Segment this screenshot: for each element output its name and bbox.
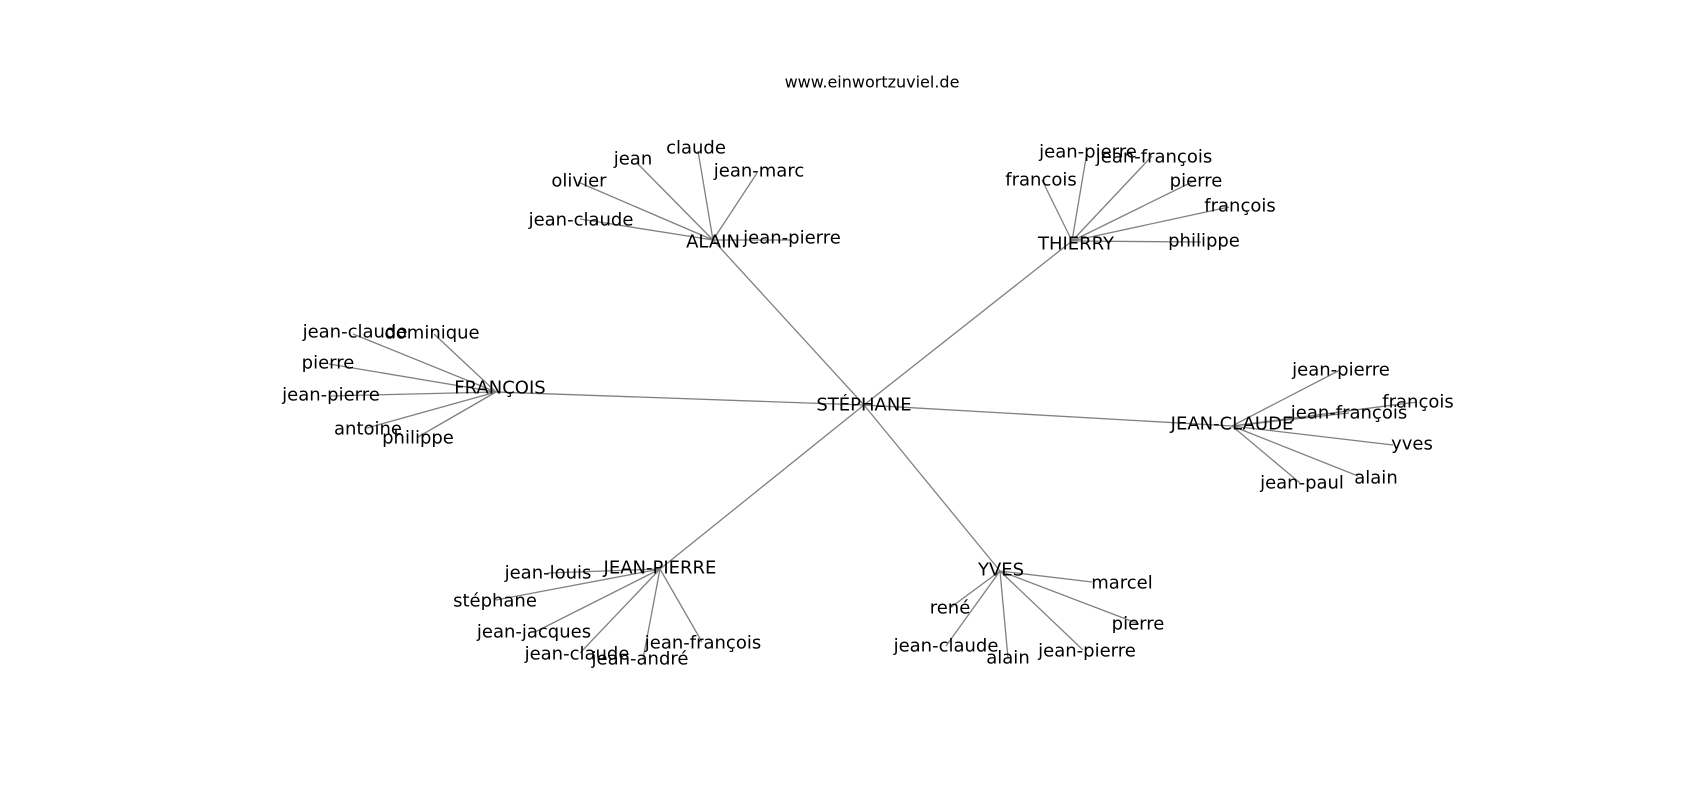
graph-edges [328, 150, 1418, 660]
leaf-node-alain-1: jean [613, 149, 653, 170]
edge-alain-3 [712, 172, 758, 241]
hub-node-thierry: THIERRY [1037, 234, 1115, 255]
edge-center-thierry [863, 240, 1073, 406]
leaf-node-thierry-1: jean-françois [1095, 147, 1212, 168]
hub-node-alain: ALAIN [686, 232, 740, 253]
leaf-node-thierry-3: pierre [1170, 171, 1223, 192]
leaf-node-francois-0: jean-claude [302, 322, 408, 343]
edge-yves-5 [999, 570, 1084, 651]
leaf-node-francois-5: philippe [382, 428, 454, 449]
edge-alain-0 [577, 181, 714, 241]
leaf-node-jean-pierre-4: jean-andré [591, 649, 689, 670]
edge-thierry-5 [1071, 240, 1202, 243]
leaf-node-alain-3: jean-marc [713, 161, 804, 182]
hub-node-yves: YVES [977, 560, 1024, 581]
edge-alain-2 [697, 150, 714, 241]
leaf-node-jean-claude-1: françois [1382, 392, 1453, 413]
edge-center-yves [863, 404, 1001, 572]
leaf-node-jean-claude-0: jean-pierre [1291, 360, 1390, 381]
leaf-node-jean-pierre-2: jean-jacques [476, 622, 591, 643]
edge-center-jean-claude [863, 404, 1233, 427]
site-url: www.einwortzuviel.de [785, 73, 960, 92]
edge-yves-2 [999, 570, 1140, 625]
edge-jean-claude-2 [1231, 412, 1350, 427]
edge-jean-claude-5 [1231, 425, 1359, 477]
edge-jean-claude-0 [1231, 369, 1341, 427]
leaf-node-jean-claude-5: alain [1354, 468, 1397, 489]
edge-francois-3 [329, 391, 497, 397]
leaf-node-alain-5: jean-pierre [742, 228, 841, 249]
edge-jean-pierre-3 [579, 568, 661, 654]
edge-thierry-1 [1071, 155, 1153, 242]
edge-alain-1 [636, 162, 714, 241]
leaf-node-yves-3: jean-claude [893, 636, 999, 657]
leaf-node-jean-claude-2: jean-françois [1290, 403, 1407, 424]
leaf-node-francois-1: dominique [384, 323, 479, 344]
leaf-node-francois-4: antoine [334, 419, 402, 440]
leaf-node-thierry-0: jean-pierre [1038, 142, 1137, 163]
edge-francois-4 [366, 391, 497, 429]
center-node-label: STÉPHANE [816, 394, 911, 416]
leaf-node-yves-4: alain [986, 648, 1029, 669]
leaf-node-jean-pierre-1: stéphane [453, 591, 537, 612]
edge-francois-0 [352, 333, 497, 393]
leaf-node-jean-claude-4: jean-paul [1259, 473, 1344, 494]
leaf-node-jean-pierre-0: jean-louis [504, 563, 592, 584]
edge-thierry-0 [1071, 151, 1088, 242]
leaf-node-alain-4: jean-claude [528, 210, 634, 231]
edge-jean-pierre-2 [534, 568, 661, 633]
edge-jean-pierre-0 [547, 568, 661, 574]
edge-center-jean-pierre [659, 404, 865, 570]
leaf-node-jean-claude-3: yves [1391, 434, 1433, 455]
leaf-node-thierry-2: francois [1005, 170, 1076, 191]
edge-jean-claude-3 [1231, 425, 1394, 446]
edge-yves-0 [999, 570, 1093, 583]
edge-jean-claude-4 [1231, 425, 1301, 484]
edge-alain-4 [579, 218, 714, 241]
leaf-node-alain-2: claude [666, 138, 726, 159]
edge-francois-1 [433, 333, 497, 393]
edge-center-francois [495, 391, 865, 406]
edge-yves-3 [945, 570, 1001, 647]
edge-jean-pierre-5 [659, 568, 703, 643]
leaf-node-yves-1: rené [930, 598, 971, 619]
hub-node-francois: FRANÇOIS [454, 378, 545, 399]
edge-center-alain [712, 239, 865, 406]
edge-thierry-3 [1071, 180, 1195, 242]
edge-jean-pierre-4 [642, 568, 661, 660]
leaf-node-thierry-4: françois [1204, 196, 1275, 217]
edge-jean-pierre-1 [495, 568, 661, 601]
edge-yves-1 [949, 570, 1001, 609]
leaf-node-francois-2: pierre [302, 353, 355, 374]
hub-node-jean-claude: JEAN-CLAUDE [1170, 414, 1294, 435]
edge-yves-4 [999, 570, 1009, 659]
leaf-node-jean-pierre-5: jean-françois [644, 633, 761, 654]
edge-francois-5 [417, 391, 497, 438]
edge-thierry-2 [1041, 179, 1073, 242]
leaf-node-yves-0: marcel [1091, 573, 1153, 594]
edge-francois-2 [328, 363, 497, 393]
leaf-node-thierry-5: philippe [1168, 231, 1240, 252]
edge-thierry-4 [1071, 206, 1230, 242]
leaf-node-yves-5: jean-pierre [1037, 641, 1136, 662]
leaf-node-alain-0: olivier [551, 171, 607, 192]
leaf-node-francois-3: jean-pierre [281, 385, 380, 406]
hub-node-jean-pierre: JEAN-PIERRE [603, 558, 717, 579]
leaf-node-jean-pierre-3: jean-claude [524, 644, 630, 665]
leaf-node-yves-2: pierre [1112, 614, 1165, 635]
